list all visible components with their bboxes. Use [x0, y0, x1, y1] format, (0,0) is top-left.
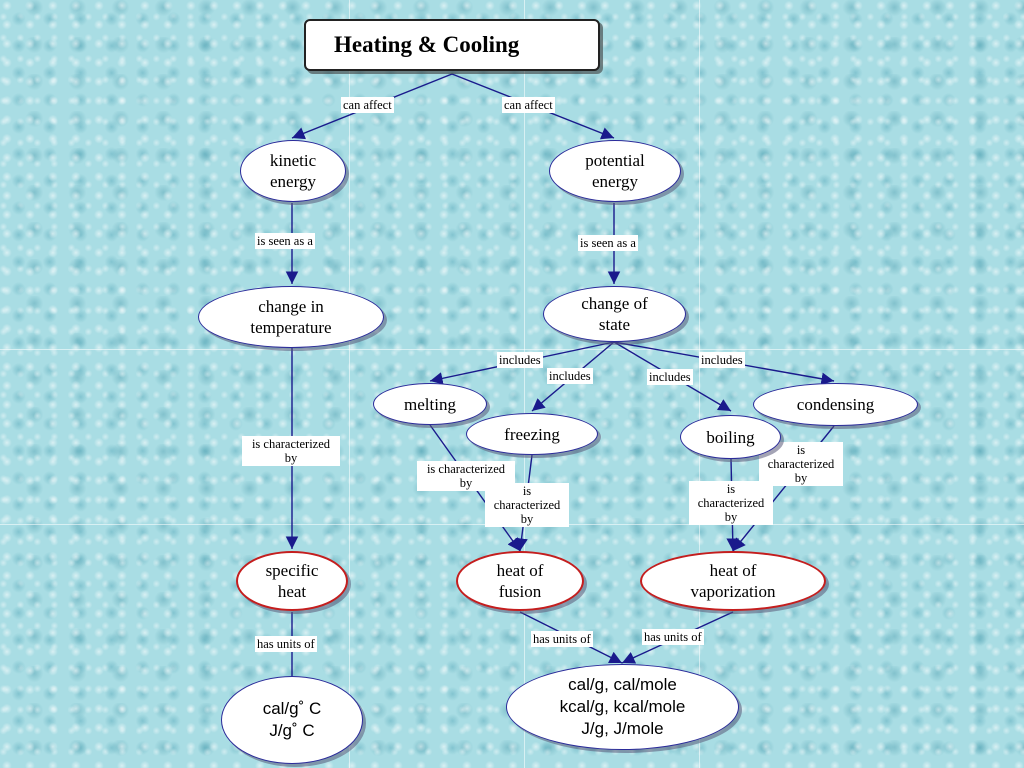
node-label: specific heat — [265, 561, 319, 601]
node-label: potential energy — [585, 151, 645, 191]
grid-line — [349, 0, 350, 768]
node-label: condensing — [796, 395, 875, 414]
node-label: heat of vaporization — [690, 561, 776, 601]
link-label-is-seen-as: is seen as a — [255, 233, 315, 249]
node-change-of-state: change of state — [543, 286, 686, 342]
node-heat-of-fusion: heat of fusion — [456, 551, 584, 611]
node-boiling: boiling — [680, 415, 781, 459]
node-label: cal/g, cal/mole kcal/g, kcal/mole J/g, J… — [559, 675, 686, 738]
link-label-is-characterized-by: is characterized by — [759, 442, 843, 486]
link-label-includes: includes — [547, 368, 593, 384]
node-specific-heat: specific heat — [236, 551, 348, 611]
diagram-title: Heating & Cooling — [304, 19, 600, 71]
link-label-includes: includes — [699, 352, 745, 368]
link-label-has-units-of: has units of — [255, 636, 317, 652]
node-label: change of state — [581, 294, 648, 334]
node-label: kinetic energy — [269, 151, 317, 191]
grid-line — [524, 0, 525, 768]
node-units-latent-heat: cal/g, cal/mole kcal/g, kcal/mole J/g, J… — [506, 664, 739, 750]
link-label-includes: includes — [497, 352, 543, 368]
grid-line — [0, 349, 1024, 350]
diagram-title-text: Heating & Cooling — [334, 32, 520, 57]
node-freezing: freezing — [466, 413, 598, 455]
node-kinetic-energy: kinetic energy — [240, 140, 346, 202]
node-potential-energy: potential energy — [549, 140, 681, 202]
link-label-has-units-of: has units of — [531, 631, 593, 647]
link-label-includes: includes — [647, 369, 693, 385]
link-label-can-affect: can affect — [502, 97, 555, 113]
node-label: freezing — [504, 424, 560, 444]
link-label-is-characterized-by: is characterized by — [485, 483, 569, 527]
link-label-has-units-of: has units of — [642, 629, 704, 645]
node-label: boiling — [706, 427, 755, 447]
node-melting: melting — [373, 383, 487, 425]
node-units-specific-heat: cal/g˚ C J/g˚ C — [221, 676, 363, 764]
node-label: heat of fusion — [496, 561, 544, 601]
link-label-can-affect: can affect — [341, 97, 394, 113]
node-condensing: condensing — [753, 383, 918, 426]
link-label-is-characterized-by: is characterized by — [242, 436, 340, 466]
grid-line — [699, 0, 700, 768]
node-heat-of-vaporization: heat of vaporization — [640, 551, 826, 611]
node-label: change in temperature — [250, 297, 332, 337]
node-label: melting — [404, 394, 456, 414]
link-label-is-characterized-by: is characterized by — [689, 481, 773, 525]
node-label: cal/g˚ C J/g˚ C — [262, 699, 322, 740]
node-change-in-temperature: change in temperature — [198, 286, 384, 348]
link-label-is-seen-as: is seen as a — [578, 235, 638, 251]
